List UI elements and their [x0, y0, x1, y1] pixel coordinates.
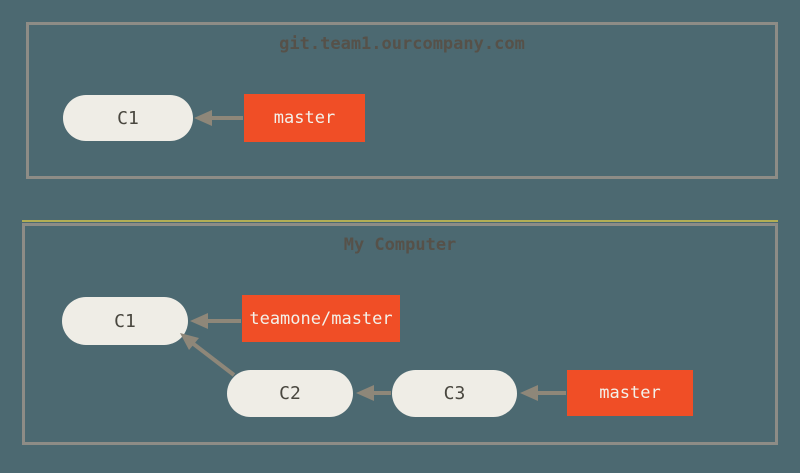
my-computer-title: My Computer — [343, 235, 457, 255]
branch-label-master-remote: master — [244, 94, 365, 142]
accent-line — [22, 220, 778, 222]
remote-server-title: git.team1.ourcompany.com — [279, 34, 525, 54]
branch-label-master-local: master — [567, 370, 693, 416]
commit-node-c1-local: C1 — [62, 297, 188, 345]
commit-node-c1-remote: C1 — [63, 95, 193, 141]
branch-label-teamone-master: teamone/master — [242, 295, 400, 342]
commit-node-c3: C3 — [392, 370, 517, 417]
my-computer-box: My Computer C1 teamone/master C2 C3 mast… — [22, 223, 778, 445]
remote-server-box: git.team1.ourcompany.com C1 master — [26, 22, 778, 179]
commit-node-c2: C2 — [227, 370, 353, 417]
